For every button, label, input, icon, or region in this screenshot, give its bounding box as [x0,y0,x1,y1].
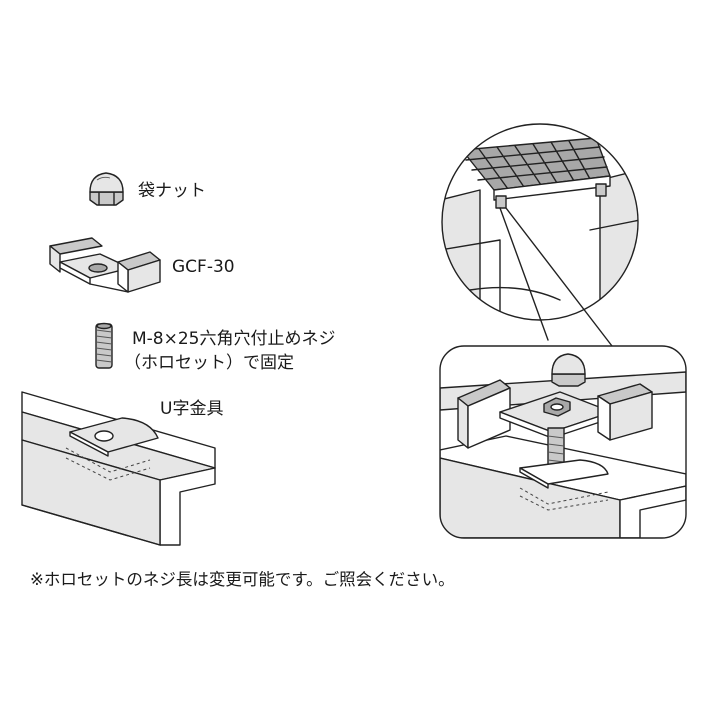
set-screw-illustration [95,322,113,369]
callout-lines [499,207,613,347]
screw-length-note: ※ホロセットのネジ長は変更可能です。ご照会ください。 [30,570,455,589]
cap-nut-illustration [89,172,124,206]
set-screw-label-line1: M-8×25六角穴付止めネジ [132,329,336,349]
grating-circle-view [441,123,639,321]
cap-nut-label: 袋ナット [138,181,206,201]
u-bracket-beam-illustration [21,391,216,546]
u-bracket-label: U字金具 [160,399,224,419]
set-screw-label-line2: （ホロセット）で固定 [124,353,294,373]
gcf30-label: GCF-30 [172,257,235,277]
gcf30-clip-illustration [49,237,161,293]
clip-detail-view [439,345,687,539]
